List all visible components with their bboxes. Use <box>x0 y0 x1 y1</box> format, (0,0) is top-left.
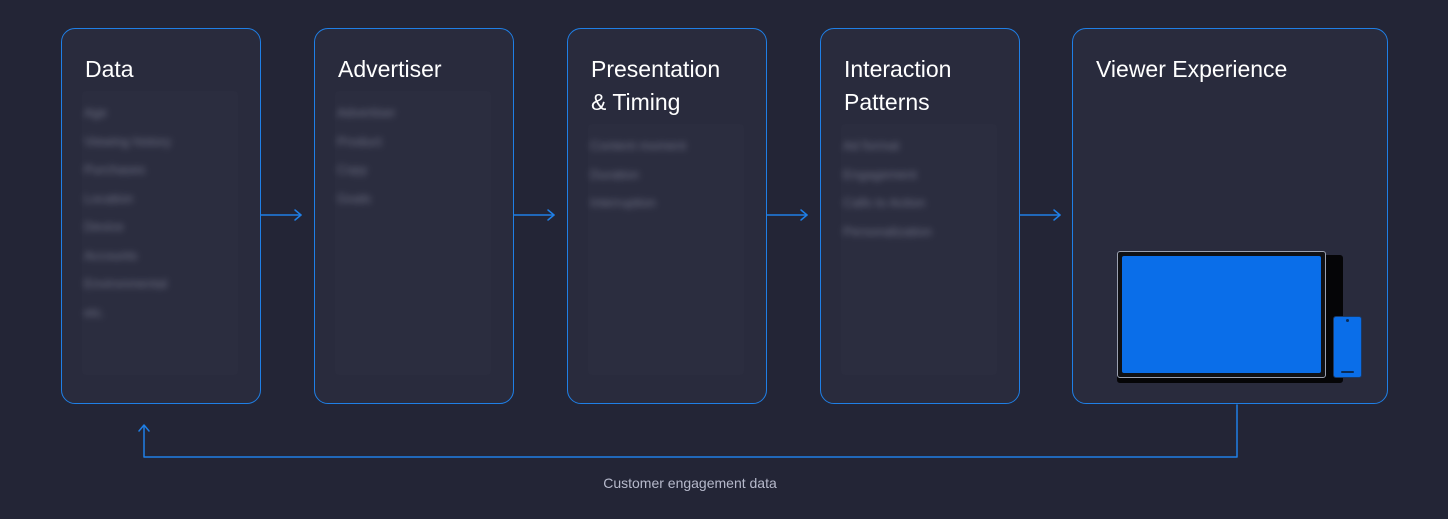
tv-frame <box>1117 251 1326 378</box>
list-item: Location <box>84 190 134 206</box>
list-item: Ad format <box>843 138 900 153</box>
phone-camera <box>1346 319 1349 322</box>
list-item: Content moment <box>590 138 687 153</box>
stage-item-list: Ad format Engagement Calls to Action Per… <box>843 132 1001 246</box>
list-item: Accounts <box>84 247 138 263</box>
stage-item-list: Age Viewing history Purchases Location D… <box>84 99 242 327</box>
list-item: Purchases <box>84 162 146 177</box>
stage-item-list: Content moment Duration Interruption <box>590 132 748 218</box>
list-item: Device <box>84 219 124 234</box>
list-item: Advertiser <box>337 105 396 120</box>
feedback-loop-label: Customer engagement data <box>603 475 777 491</box>
list-item: Interruption <box>590 195 656 210</box>
tv-icon <box>1117 251 1343 383</box>
feedback-loop-line <box>143 404 1238 458</box>
list-item: Calls to Action <box>843 195 926 210</box>
arrow-right-icon <box>260 209 302 221</box>
stage-title: Advertiser <box>338 56 442 82</box>
stage-item-list: Advertiser Product Copy Goals <box>337 99 495 213</box>
stage-title: Presentation & Timing <box>591 56 721 115</box>
list-item: Environmental <box>84 276 168 291</box>
list-item: Copy <box>337 162 368 177</box>
phone-home-bar <box>1341 371 1354 373</box>
list-item: etc. <box>84 304 105 320</box>
phone-icon <box>1333 316 1362 378</box>
stage-card-viewer-experience: Viewer Experience <box>1072 28 1388 404</box>
stage-card-data: Data Age Viewing history Purchases Locat… <box>61 28 261 404</box>
list-item: Goals <box>337 190 371 206</box>
arrow-right-icon <box>766 209 808 221</box>
stage-card-interaction-patterns: Interaction Patterns Ad format Engagemen… <box>820 28 1020 404</box>
list-item: Age <box>84 105 108 120</box>
stage-card-advertiser: Advertiser Advertiser Product Copy Goals <box>314 28 514 404</box>
tv-screen <box>1122 256 1321 373</box>
list-item: Engagement <box>843 166 917 182</box>
list-item: Duration <box>590 166 640 182</box>
arrow-right-icon <box>513 209 555 221</box>
stage-title: Viewer Experience <box>1096 56 1288 82</box>
stage-title: Data <box>85 56 134 82</box>
list-item: Personalization <box>843 223 932 239</box>
arrow-right-icon <box>1019 209 1061 221</box>
stage-title: Interaction Patterns <box>844 56 952 115</box>
stage-card-presentation-timing: Presentation & Timing Content moment Dur… <box>567 28 767 404</box>
arrow-up-icon <box>138 424 150 432</box>
list-item: Viewing history <box>84 133 172 149</box>
list-item: Product <box>337 133 382 149</box>
